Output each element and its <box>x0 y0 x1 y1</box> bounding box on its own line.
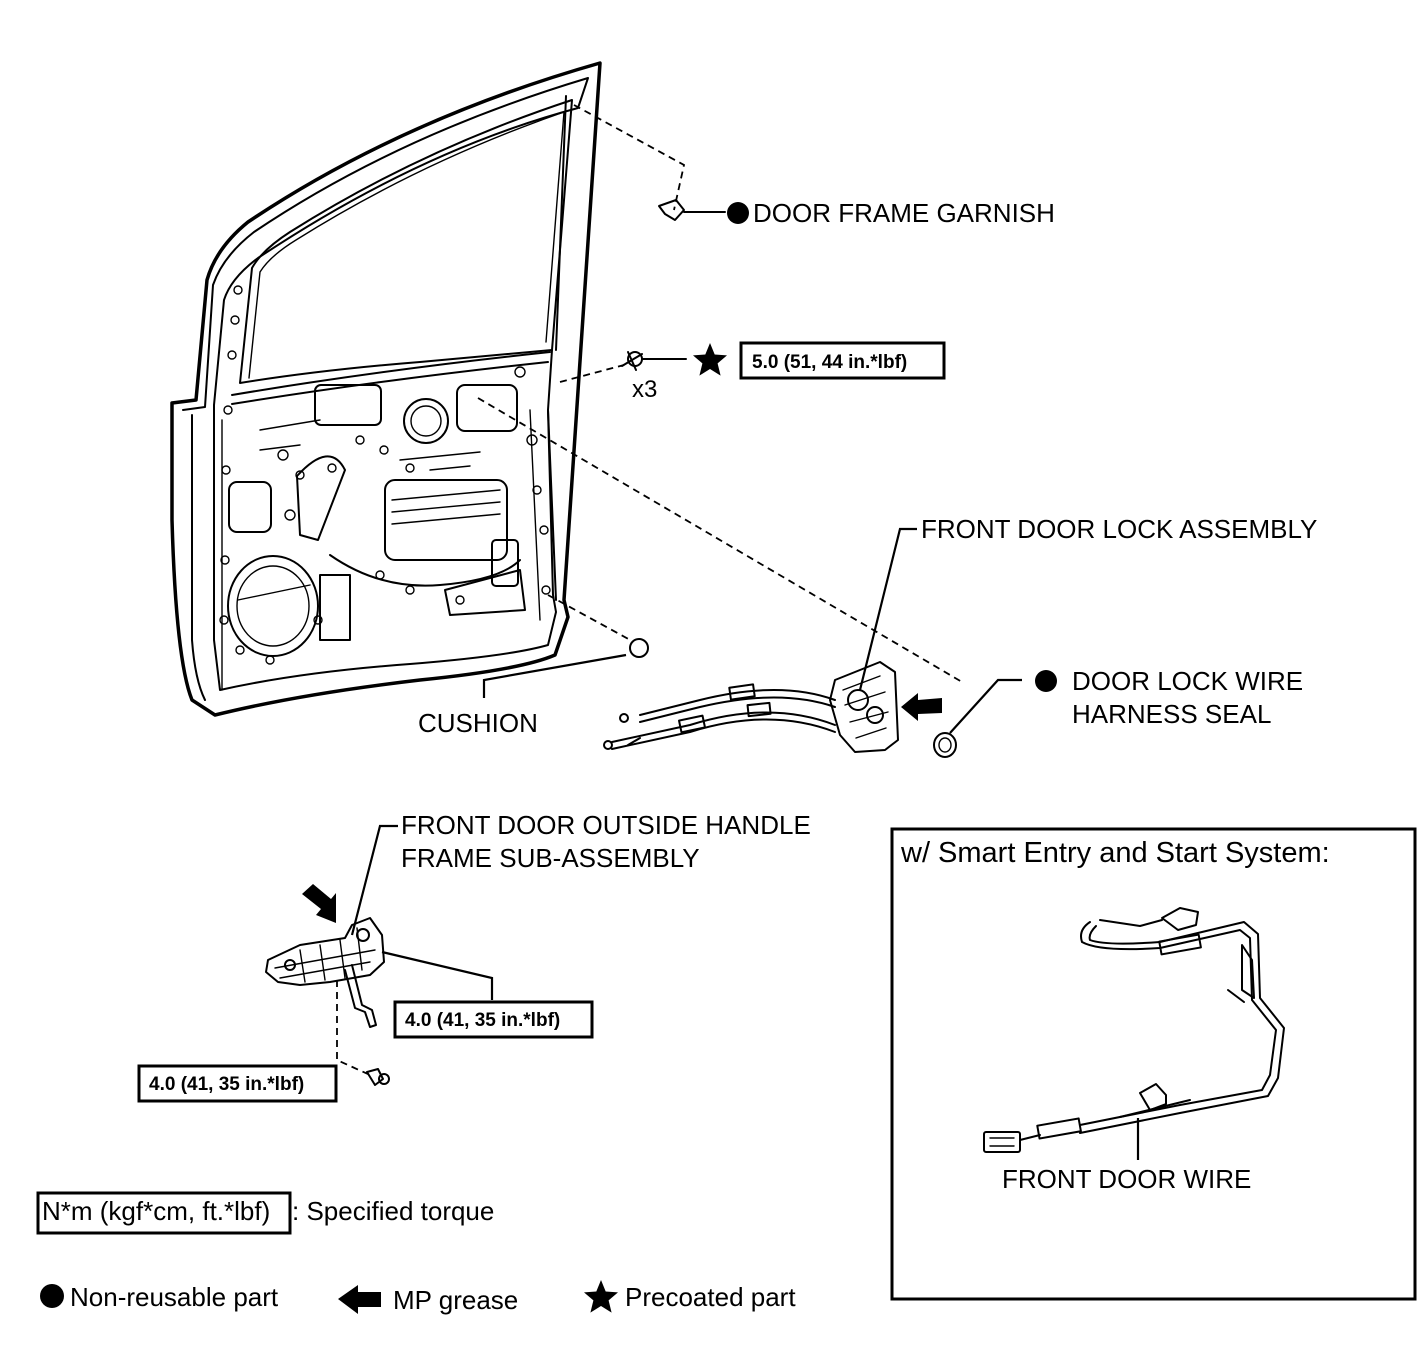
legend-mp-grease-label: MP grease <box>393 1285 518 1315</box>
mp-grease-arrow-icon <box>302 884 336 923</box>
legend-torque-units: N*m (kgf*cm, ft.*lbf) <box>42 1196 270 1226</box>
non-reusable-icon <box>727 202 749 224</box>
torque-handle-box <box>393 1000 594 1039</box>
door-lock-wire-label-line1: DOOR LOCK WIRE <box>1072 666 1303 696</box>
assembly-dashed-lines <box>336 104 963 1076</box>
torque-screw-label: 4.0 (41, 35 in.*lbf) <box>149 1074 304 1095</box>
mp-grease-arrow-icon <box>901 693 942 721</box>
lock-bolt-part <box>621 351 687 371</box>
smart-entry-inset-title: w/ Smart Entry and Start System: <box>900 837 1330 869</box>
wire-harness-seal-part <box>933 732 957 758</box>
legend-torque-box <box>36 1191 292 1235</box>
lock-assembly-leader <box>858 527 917 691</box>
front-door-wire-label: FRONT DOOR WIRE <box>1002 1164 1251 1194</box>
front-door-lock-assembly-label: FRONT DOOR LOCK ASSEMBLY <box>921 514 1317 544</box>
harness-seal-leader <box>949 678 1022 734</box>
smart-entry-inset-frame <box>890 827 1417 1301</box>
legend-non-reusable-label: Non-reusable part <box>70 1282 279 1312</box>
torque-top-box <box>739 341 946 380</box>
legend-torque-desc: : Specified torque <box>292 1196 494 1226</box>
legend-non-reusable-icon <box>40 1284 64 1308</box>
cushion-part <box>629 638 649 658</box>
front-door-panel <box>170 61 602 717</box>
door-lock-wire-label-line2: HARNESS SEAL <box>1072 699 1271 729</box>
cushion-leader <box>482 653 627 698</box>
legend-mp-grease-arrow-icon <box>338 1285 381 1314</box>
torque-top-label: 5.0 (51, 44 in.*lbf) <box>752 352 907 373</box>
handle-torque-leader <box>381 950 494 1000</box>
door-frame-garnish-part <box>658 199 726 221</box>
outside-handle-label-line1: FRONT DOOR OUTSIDE HANDLE <box>401 810 811 840</box>
torque-screw-box <box>137 1064 338 1103</box>
torque-handle-label: 4.0 (41, 35 in.*lbf) <box>405 1010 560 1031</box>
handle-screw-part <box>366 1068 390 1086</box>
precoated-star-icon <box>693 343 727 376</box>
outside-handle-leader <box>350 824 398 936</box>
legend-precoated-star-icon <box>584 1280 618 1313</box>
bolt-quantity-label: x3 <box>632 376 657 403</box>
door-frame-garnish-label: DOOR FRAME GARNISH <box>753 198 1055 228</box>
outside-handle-frame-part <box>265 917 385 1028</box>
legend-precoated-label: Precoated part <box>625 1282 796 1312</box>
cushion-label: CUSHION <box>418 708 538 738</box>
front-door-wire-part <box>983 907 1285 1153</box>
outside-handle-label-line2: FRAME SUB-ASSEMBLY <box>401 843 700 873</box>
non-reusable-icon <box>1035 670 1057 692</box>
front-door-lock-part <box>603 661 899 753</box>
